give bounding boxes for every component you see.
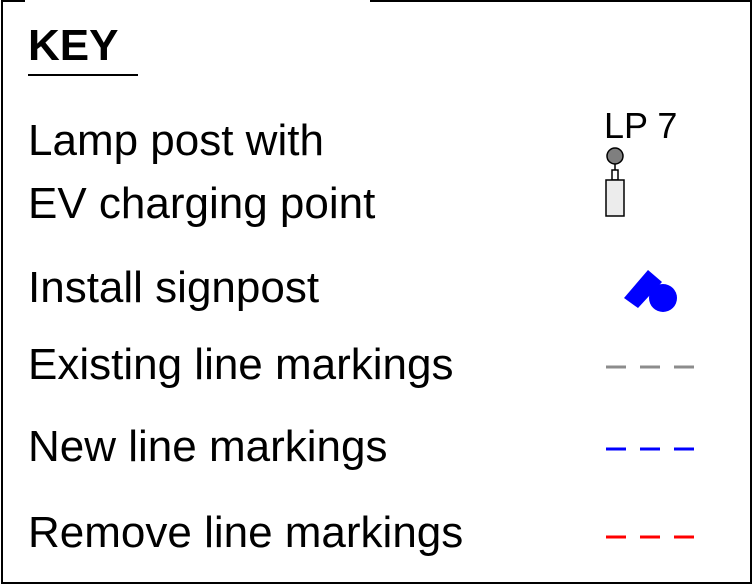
new-dashed-line-icon	[606, 447, 700, 451]
existing-lines-label: Existing line markings	[28, 340, 454, 389]
signpost-icon	[624, 270, 677, 312]
key-title: KEY	[28, 21, 119, 70]
lamp-post-icon	[605, 147, 625, 217]
remove-dashed-line-icon	[606, 535, 700, 539]
lamp-post-label-line2: EV charging point	[28, 179, 376, 228]
key-title-underline	[28, 74, 138, 76]
lamp-post-id-label: LP 7	[604, 105, 678, 146]
remove-lines-label: Remove line markings	[28, 508, 464, 557]
top-border-segment	[370, 0, 752, 2]
new-lines-label: New line markings	[28, 422, 388, 471]
top-border-segment	[1, 0, 25, 2]
signpost-label: Install signpost	[28, 263, 320, 312]
lamp-post-label-line1: Lamp post with	[28, 116, 324, 165]
existing-dashed-line-icon	[606, 365, 700, 369]
